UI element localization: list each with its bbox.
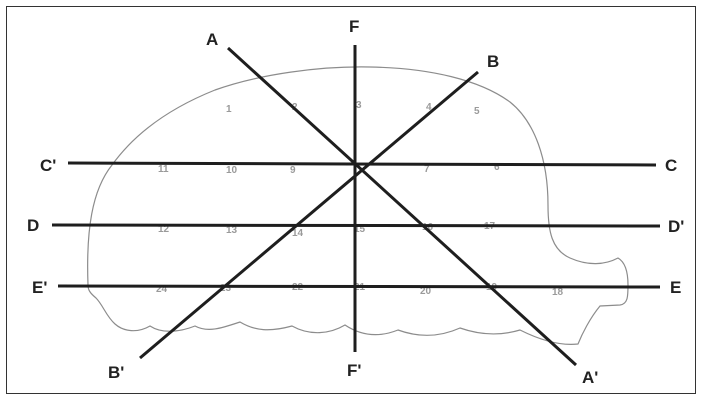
point-labels: 1 2 3 4 5 11 10 9 7 6 12 13 14 15 16 17 … — [156, 100, 564, 298]
point-3: 3 — [356, 100, 362, 111]
label-D-prime: D' — [668, 217, 684, 236]
line-A-A-prime — [226, 46, 578, 367]
line-B-B-prime — [139, 70, 479, 360]
point-6: 6 — [494, 162, 500, 173]
label-F-prime: F' — [347, 361, 361, 380]
label-B: B — [487, 52, 499, 71]
label-E: E — [670, 278, 681, 297]
point-13: 13 — [226, 225, 238, 236]
point-24: 24 — [156, 284, 168, 295]
reference-lines — [51, 45, 661, 367]
point-15: 15 — [354, 224, 366, 235]
skull-outline — [87, 66, 629, 345]
label-A-prime: A' — [582, 368, 598, 387]
point-7: 7 — [424, 164, 430, 175]
point-14: 14 — [292, 228, 304, 239]
point-18: 18 — [552, 287, 564, 298]
point-20: 20 — [420, 286, 432, 297]
point-5: 5 — [474, 106, 480, 117]
label-E-prime: E' — [32, 278, 47, 297]
label-C: C — [665, 156, 677, 175]
point-9: 9 — [290, 165, 296, 176]
point-11: 11 — [158, 164, 169, 175]
label-D: D — [27, 216, 39, 235]
figure-frame — [6, 6, 696, 394]
label-B-prime: B' — [108, 363, 124, 382]
line-labels: A A' B B' C C' D D' E E' F F' — [27, 17, 684, 387]
line-E-E-prime — [57, 284, 661, 289]
point-16: 16 — [422, 222, 434, 233]
point-23: 23 — [220, 283, 232, 294]
point-10: 10 — [226, 165, 238, 176]
label-A: A — [206, 30, 218, 49]
label-C-prime: C' — [40, 156, 56, 175]
label-F: F — [349, 17, 359, 36]
point-1: 1 — [226, 104, 232, 115]
line-C-C-prime — [67, 161, 657, 167]
point-4: 4 — [426, 102, 432, 113]
point-12: 12 — [158, 224, 170, 235]
